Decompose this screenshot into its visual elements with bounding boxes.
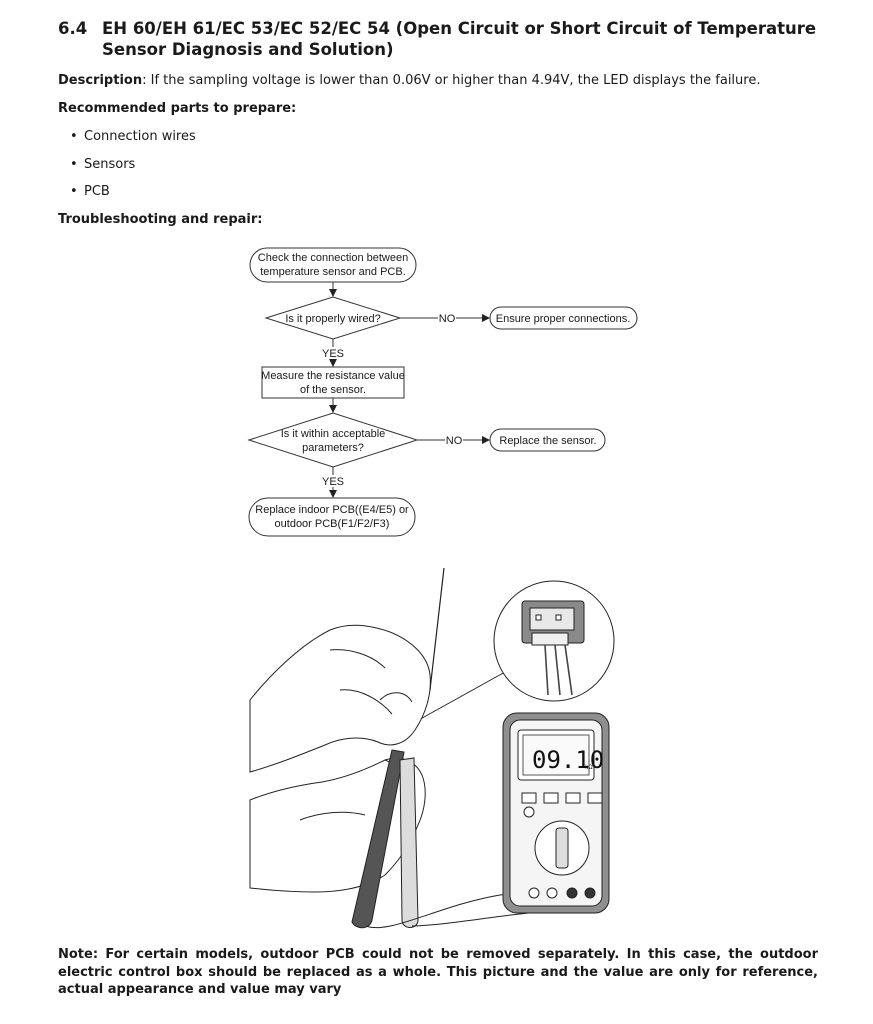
flow-action1-text: Ensure proper connections. bbox=[496, 313, 631, 325]
description: Description: If the sampling voltage is … bbox=[58, 73, 760, 88]
flow-measure-node bbox=[261, 366, 405, 399]
meter-reading: 09.10 bbox=[532, 746, 604, 774]
flow-decision-parameters bbox=[247, 412, 419, 468]
flow-decision2-line1: Is it within acceptable bbox=[281, 428, 386, 440]
list-item: Sensors bbox=[70, 156, 196, 184]
description-label: Description bbox=[58, 73, 143, 88]
measurement-illustration bbox=[249, 567, 615, 929]
flow-decision2-line2: parameters? bbox=[302, 442, 364, 454]
magnifier-leader bbox=[414, 671, 506, 723]
flow-no1-label: NO bbox=[439, 313, 456, 325]
flow-end-line2: outdoor PCB(F1/F2/F3) bbox=[275, 518, 390, 530]
red-probe bbox=[399, 757, 419, 928]
flow-yes2-label: YES bbox=[322, 476, 344, 488]
flow-end-node bbox=[248, 497, 416, 537]
upper-hand bbox=[249, 624, 431, 773]
flow-action2-text: Replace the sensor. bbox=[499, 435, 596, 447]
flow-action-replace-sensor bbox=[489, 428, 606, 452]
flow-no2-label: NO bbox=[446, 435, 463, 447]
flow-step2-line2: of the sensor. bbox=[300, 384, 366, 396]
note-text: Note: For certain models, outdoor PCB co… bbox=[58, 947, 818, 997]
connector-face bbox=[529, 607, 575, 631]
section-title: EH 60/EH 61/EC 53/EC 52/EC 54 (Open Circ… bbox=[102, 19, 817, 59]
parts-list: Connection wires Sensors PCB bbox=[70, 128, 196, 211]
list-item: Connection wires bbox=[70, 128, 196, 156]
flow-start-line1: Check the connection between bbox=[258, 252, 408, 264]
troubleshooting-heading: Troubleshooting and repair: bbox=[58, 212, 263, 227]
list-item: PCB bbox=[70, 183, 196, 211]
flow-decision1-text: Is it properly wired? bbox=[285, 313, 380, 325]
parts-heading: Recommended parts to prepare: bbox=[58, 101, 297, 116]
flow-yes1-label: YES bbox=[322, 348, 344, 360]
black-probe bbox=[351, 749, 405, 929]
description-text: : If the sampling voltage is lower than … bbox=[142, 73, 761, 88]
flow-end-line1: Replace indoor PCB((E4/E5) or bbox=[255, 504, 409, 516]
flow-action-connections bbox=[489, 306, 638, 330]
flow-connectors bbox=[329, 282, 490, 498]
flowchart bbox=[247, 247, 638, 537]
flow-start-line2: temperature sensor and PCB. bbox=[260, 266, 406, 278]
flow-step2-line1: Measure the resistance value bbox=[261, 370, 405, 382]
meter-unit: kΩ bbox=[585, 765, 593, 771]
section-number: 6.4 bbox=[58, 19, 88, 38]
